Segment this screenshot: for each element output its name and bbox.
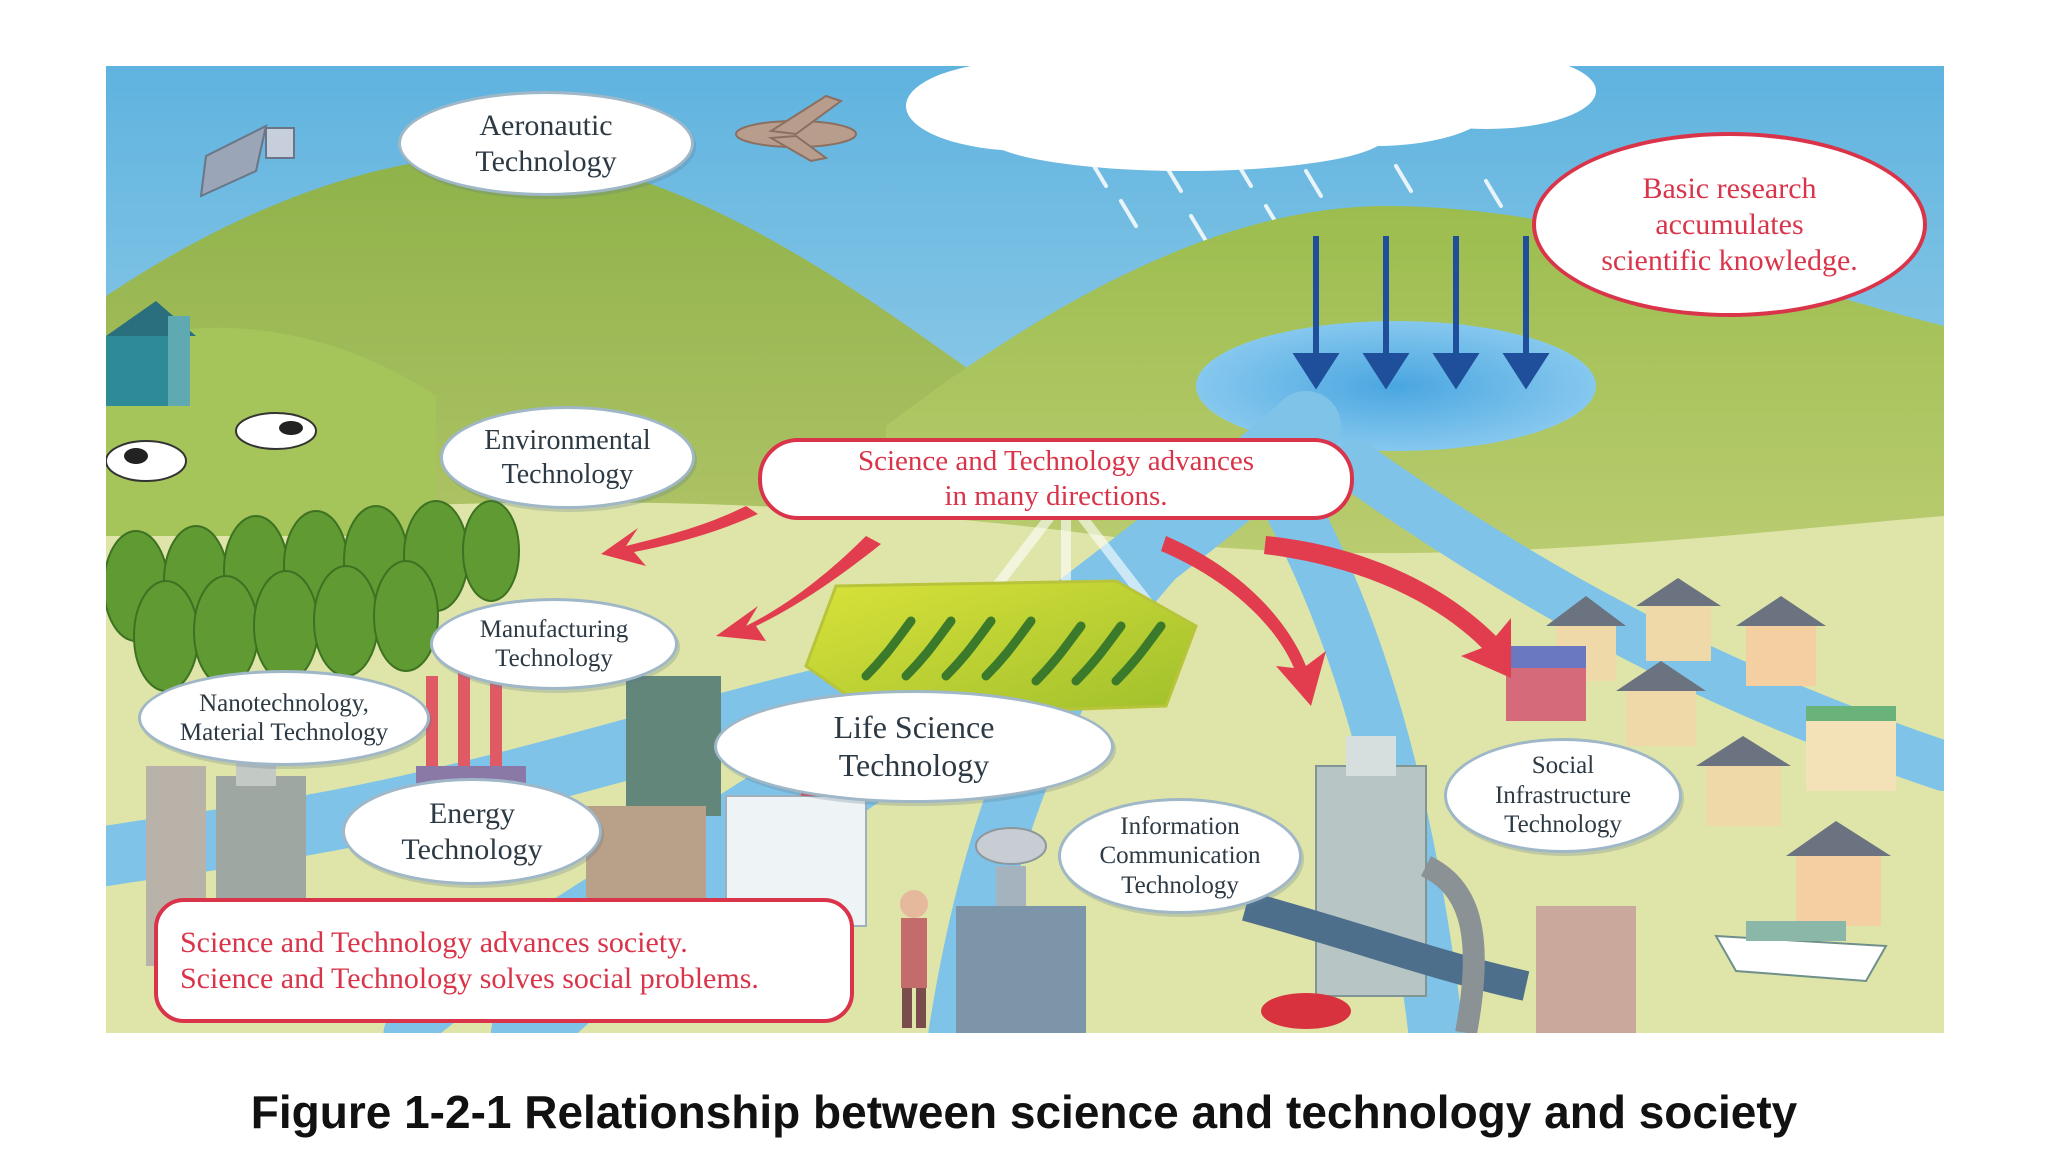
direction-arrows	[601, 506, 1511, 706]
bubble-line: Communication	[1099, 842, 1261, 870]
airplane	[735, 94, 857, 163]
nanotechnology-material-technology-bubble: Nanotechnology,Material Technology	[138, 670, 430, 766]
callout-line: Basic research	[1642, 171, 1817, 205]
bubble-line: Technology	[1121, 871, 1239, 899]
center-buildings	[956, 827, 1086, 1033]
bubble-line: Infrastructure	[1494, 781, 1632, 809]
bubble-line: Energy	[428, 797, 516, 831]
advances-society-callout: Science and Technology advances society.…	[154, 898, 854, 1023]
bubble-line: Technology	[501, 458, 634, 490]
callout-line: scientific knowledge.	[1601, 243, 1858, 277]
callout-line: Science and Technology advances society.	[180, 925, 688, 959]
bubble-line: Environmental	[484, 425, 651, 457]
city	[1242, 736, 1636, 1033]
callout-line: in many directions.	[944, 480, 1168, 512]
crop-field	[804, 579, 1198, 718]
village	[1506, 578, 1896, 926]
callout-line: Science and Technology solves social pro…	[180, 961, 759, 995]
barn	[106, 301, 196, 406]
knowledge-arrows	[1292, 236, 1550, 390]
bubble-line: Material Technology	[179, 719, 389, 746]
bubble-line: Technology	[1504, 811, 1622, 839]
clouds	[906, 66, 1596, 171]
bubble-line: Social	[1531, 752, 1595, 780]
satellite	[199, 124, 295, 198]
bubble-line: Technology	[475, 144, 617, 178]
person	[900, 890, 928, 1028]
bubble-line: Nanotechnology,	[199, 689, 369, 717]
bubble-line: Information	[1120, 812, 1240, 840]
bubble-line: Life Science	[833, 708, 995, 745]
callout-line: accumulates	[1655, 207, 1804, 241]
bubble-line: Technology	[838, 746, 990, 783]
ship	[1714, 921, 1888, 983]
bubble-line: Manufacturing	[479, 615, 629, 643]
bubble-line: Technology	[495, 645, 613, 672]
cows	[106, 412, 317, 482]
bubble-line: Technology	[401, 832, 543, 866]
figure-caption: Figure 1-2-1 Relationship between scienc…	[250, 1086, 1798, 1138]
bubble-line: Aeronautic	[479, 109, 613, 143]
forest	[106, 500, 520, 692]
callout-line: Science and Technology advances	[857, 445, 1255, 478]
